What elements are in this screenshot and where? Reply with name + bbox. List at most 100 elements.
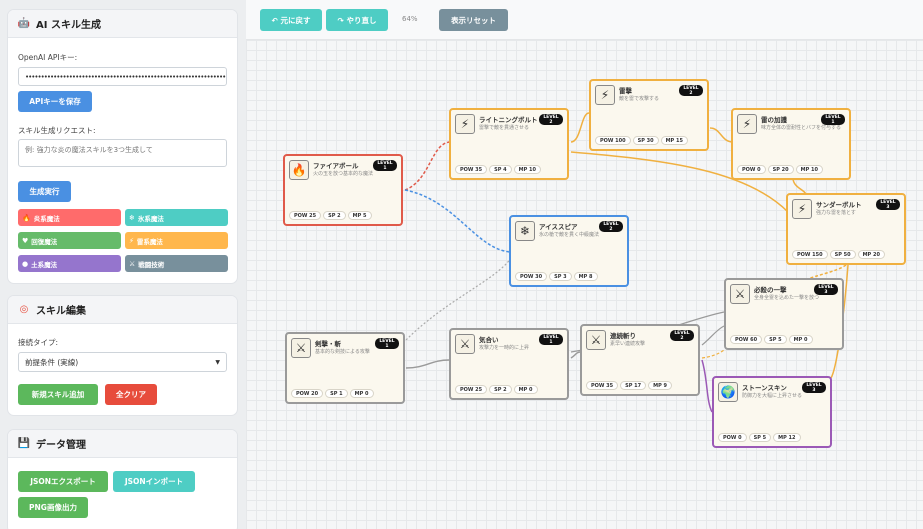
category-icon: ❄ [129, 213, 135, 222]
skill-icon: 🔥 [289, 160, 309, 180]
skill-icon: ⚔ [586, 330, 606, 350]
target-icon: ◎ [19, 304, 29, 315]
add-skill-button[interactable]: 新規スキル追加 [18, 384, 98, 405]
edit-card-header: ◎ スキル編集 [8, 296, 237, 324]
level-value: 2 [689, 91, 693, 96]
save-api-key-button[interactable]: APIキーを保存 [18, 91, 92, 112]
request-label: スキル生成リクエスト: [18, 126, 96, 135]
link-renzoku-hissatsu [701, 325, 725, 346]
api-key-input[interactable]: ••••••••••••••••••••••••••••••••••••••••… [18, 67, 227, 86]
png-export-button[interactable]: PNG画像出力 [18, 497, 88, 518]
level-value: 3 [886, 205, 890, 210]
pow-stat: POW 20 [291, 389, 324, 398]
category-tag[interactable]: ❄氷系魔法 [125, 209, 228, 226]
mp-stat: MP 20 [857, 250, 885, 259]
api-key-label: OpenAI APIキー: [18, 53, 78, 62]
skill-title: ストーンスキン [742, 384, 787, 392]
category-tag[interactable]: ♥回復魔法 [18, 232, 121, 249]
skill-description: 雷撃で敵を貫通させる [479, 125, 530, 131]
sp-stat: SP 4 [489, 165, 512, 174]
skill-title: 連続斬り [610, 332, 636, 340]
redo-button[interactable]: ↷ やり直し [326, 9, 388, 31]
skill-edit-card: ◎ スキル編集 接続タイプ: 前提条件 (実線) ▼ 新規スキル追加 全クリア [7, 295, 238, 416]
skill-description: 氷の槍で敵を貫く中級魔法 [539, 232, 600, 238]
level-value: 2 [549, 120, 553, 125]
skill-title: 雷撃 [619, 87, 632, 95]
undo-button[interactable]: ↶ 元に戻す [260, 9, 322, 31]
mp-stat: MP 0 [349, 389, 374, 398]
skill-description: 防御力を大幅に上昇させる [742, 393, 803, 399]
sp-stat: SP 20 [767, 165, 794, 174]
category-icon: ⚔ [129, 259, 136, 268]
json-import-button[interactable]: JSONインポート [113, 471, 195, 492]
category-tag[interactable]: ⚡雷系魔法 [125, 232, 228, 249]
category-tag[interactable]: ●土系魔法 [18, 255, 121, 272]
sp-stat: SP 2 [489, 385, 512, 394]
sp-stat: SP 3 [549, 272, 572, 281]
pow-stat: POW 25 [289, 211, 322, 220]
clear-all-button[interactable]: 全クリア [105, 384, 157, 405]
skill-title: 雷の加護 [761, 116, 787, 124]
pow-stat: POW 60 [730, 335, 763, 344]
skill-title: 剣撃・斬 [315, 340, 341, 348]
chevron-down-icon: ▼ [215, 358, 220, 366]
category-icon: ● [22, 259, 29, 268]
skill-icon: ⚔ [730, 284, 750, 304]
link-raigeki-kago [709, 127, 734, 143]
request-textarea[interactable]: 例: 強力な炎の魔法スキルを3つ生成して [18, 139, 227, 167]
sp-stat: SP 30 [632, 136, 659, 145]
sp-stat: SP 17 [620, 381, 647, 390]
category-tag[interactable]: ⚔戦闘技術 [125, 255, 228, 272]
category-label: 氷系魔法 [137, 214, 164, 223]
pow-stat: POW 35 [586, 381, 619, 390]
pow-stat: POW 0 [718, 433, 747, 442]
skill-title: ファイアボール [313, 162, 359, 170]
skill-tree-canvas[interactable]: ↶ 元に戻す ↷ やり直し 64% 表示リセット 🔥ファイアボール火の玉を放つ基… [246, 0, 923, 529]
skill-icon: ⚡ [595, 85, 615, 105]
skill-title: サンダーボルト [816, 201, 862, 209]
pow-stat: POW 100 [595, 136, 631, 145]
category-label: 土系魔法 [31, 260, 58, 269]
level-value: 1 [549, 340, 553, 345]
skill-description: 攻撃力を一時的に上昇 [479, 345, 530, 351]
link-fireball-lightning [404, 141, 452, 191]
mp-stat: MP 10 [795, 165, 823, 174]
skill-description: 敵を雷で攻撃する [619, 96, 660, 102]
skill-icon: ⚡ [792, 199, 812, 219]
generate-button[interactable]: 生成実行 [18, 181, 71, 202]
toolbar: ↶ 元に戻す ↷ やり直し 64% 表示リセット [246, 0, 923, 40]
category-icon: ♥ [22, 236, 29, 245]
skill-icon: ❄ [515, 221, 535, 241]
link-kiai-renzoku [570, 351, 582, 359]
link-renzoku-stoneskin [701, 359, 713, 413]
pow-stat: POW 35 [455, 165, 488, 174]
connection-type-select[interactable]: 前提条件 (実線) ▼ [18, 352, 227, 372]
skill-icon: ⚔ [291, 338, 311, 358]
edit-card-title: スキル編集 [36, 306, 86, 317]
json-export-button[interactable]: JSONエクスポート [18, 471, 108, 492]
category-label: 回復魔法 [31, 237, 58, 246]
category-tag[interactable]: 🔥炎系魔法 [18, 209, 121, 226]
sidebar: 🤖 AI スキル生成 OpenAI APIキー: •••••••••••••••… [0, 0, 246, 529]
data-management-card: 💾 データ管理 JSONエクスポート JSONインポート PNG画像出力 [7, 429, 238, 529]
reset-view-button[interactable]: 表示リセット [439, 9, 508, 31]
